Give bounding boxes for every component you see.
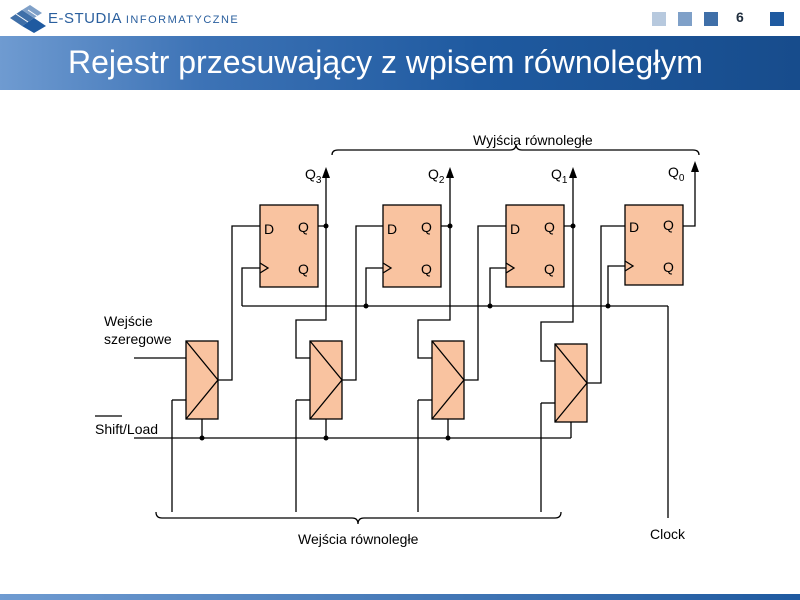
output-label-q2: Q2	[428, 166, 445, 186]
ff2-q-label: Q	[421, 219, 432, 235]
mux-2	[309, 340, 343, 420]
bottom-bar	[0, 594, 800, 600]
ff1-q-label: Q	[298, 219, 309, 235]
logo-icon	[10, 5, 46, 33]
ff2-qbar-label: Q	[421, 261, 432, 277]
ff2-d-label: D	[387, 221, 397, 237]
logo-sub: INFORMATYCZNE	[125, 14, 240, 26]
title-bar	[0, 36, 800, 90]
parallel-inputs-label: Wejścia równoległe	[298, 531, 419, 547]
flipflop-1	[259, 204, 319, 288]
header-square-2	[678, 12, 692, 26]
output-label-q0: Q0	[668, 164, 685, 184]
ff4-d-label: D	[629, 219, 639, 235]
page-title: Rejestr przesuwający z wpisem równoległy…	[68, 44, 703, 80]
outputs-brace	[331, 143, 700, 156]
mux-3	[431, 340, 465, 420]
page-number: 6	[736, 9, 744, 25]
ff4-qbar-label: Q	[663, 259, 674, 275]
ff1-qbar-label: Q	[298, 261, 309, 277]
logo	[8, 4, 248, 34]
header-square-1	[652, 12, 666, 26]
inputs-brace	[155, 511, 562, 525]
flipflop-3	[505, 204, 565, 288]
ff3-qbar-label: Q	[544, 261, 555, 277]
clock-label: Clock	[650, 526, 686, 542]
ff1-d-label: D	[264, 221, 274, 237]
parallel-outputs-label: Wyjścia równoległe	[473, 132, 593, 148]
ff3-q-label: Q	[544, 219, 555, 235]
mux-1	[185, 340, 219, 420]
logo-main: E-STUDIA	[48, 10, 122, 27]
mux-4	[554, 343, 588, 423]
header-square-4	[770, 12, 784, 26]
ff4-q-label: Q	[663, 217, 674, 233]
output-label-q3: Q3	[305, 166, 322, 186]
output-label-q1: Q1	[551, 166, 568, 186]
serial-input-label-1: Wejście	[104, 313, 153, 329]
serial-input-label-2: szeregowe	[104, 331, 172, 347]
shift-load-label: Shift/Load	[95, 421, 158, 437]
logo-text: E-STUDIA INFORMATYCZNE	[48, 10, 239, 27]
flipflop-4	[624, 204, 684, 286]
ff3-d-label: D	[510, 221, 520, 237]
header-square-3	[704, 12, 718, 26]
flipflop-2	[382, 204, 442, 288]
